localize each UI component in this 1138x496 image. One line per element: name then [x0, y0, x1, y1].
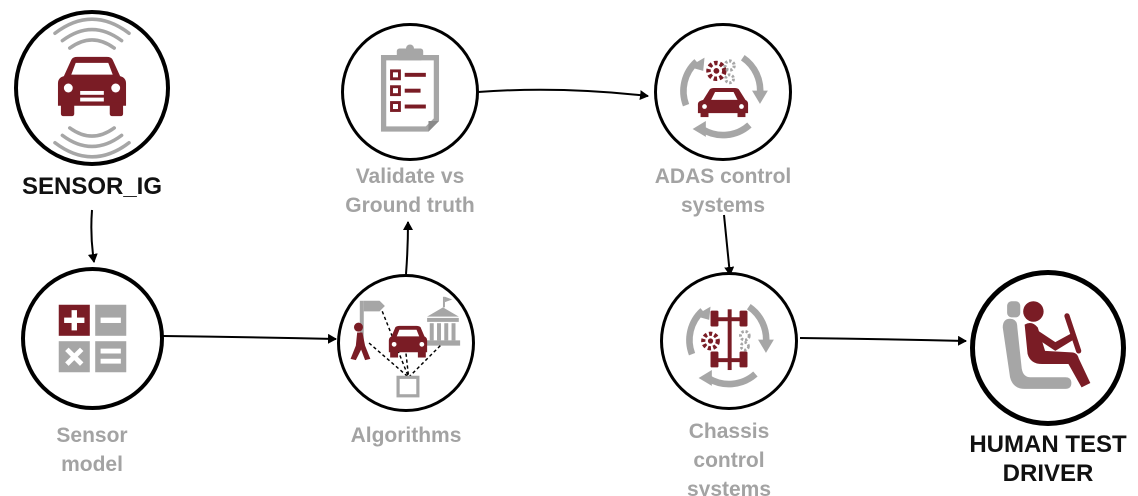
edge-sensor-ig-to-sensor-model — [87, 209, 98, 263]
label-line: HUMAN TEST — [969, 431, 1127, 458]
label-line: ADAS control — [654, 165, 792, 188]
label-line: Ground truth — [345, 194, 475, 217]
label-line: control — [693, 449, 765, 472]
label-line: systems — [680, 194, 766, 217]
label-line: Chassis — [688, 420, 770, 443]
edge-sensor-model-to-algorithms — [162, 333, 337, 344]
label-line: model — [61, 453, 123, 476]
edge-algorithms-to-validate — [402, 221, 413, 275]
label-line: DRIVER — [1002, 460, 1094, 487]
calculator-icon — [21, 267, 164, 410]
chassis-gear-cycle-icon — [660, 272, 798, 410]
clipboard-checklist-icon — [341, 23, 479, 161]
label-line: Sensor — [56, 424, 128, 447]
algorithm-scene-icon — [337, 274, 475, 412]
node-label: Algorithms — [336, 421, 476, 450]
car-gear-cycle-icon — [654, 23, 792, 161]
node-label: SENSOR_IG — [0, 172, 184, 201]
label-line: systems — [686, 478, 772, 496]
car-sensor-waves-icon — [14, 10, 170, 166]
node-label: ADAS control systems — [630, 162, 816, 220]
label-line: SENSOR_IG — [21, 173, 163, 200]
edge-adas-to-chassis — [723, 214, 735, 276]
label-line: Validate vs — [355, 165, 465, 188]
node-label: Sensor model — [32, 421, 152, 479]
node-label: Validate vs Ground truth — [320, 162, 500, 220]
edge-validate-to-adas — [477, 88, 649, 101]
node-label: Chassis control systems — [658, 417, 800, 496]
label-line: Algorithms — [350, 424, 462, 447]
edge-chassis-to-human — [799, 335, 967, 346]
driver-seat-icon — [970, 270, 1126, 426]
node-label: HUMAN TEST DRIVER — [948, 430, 1138, 488]
